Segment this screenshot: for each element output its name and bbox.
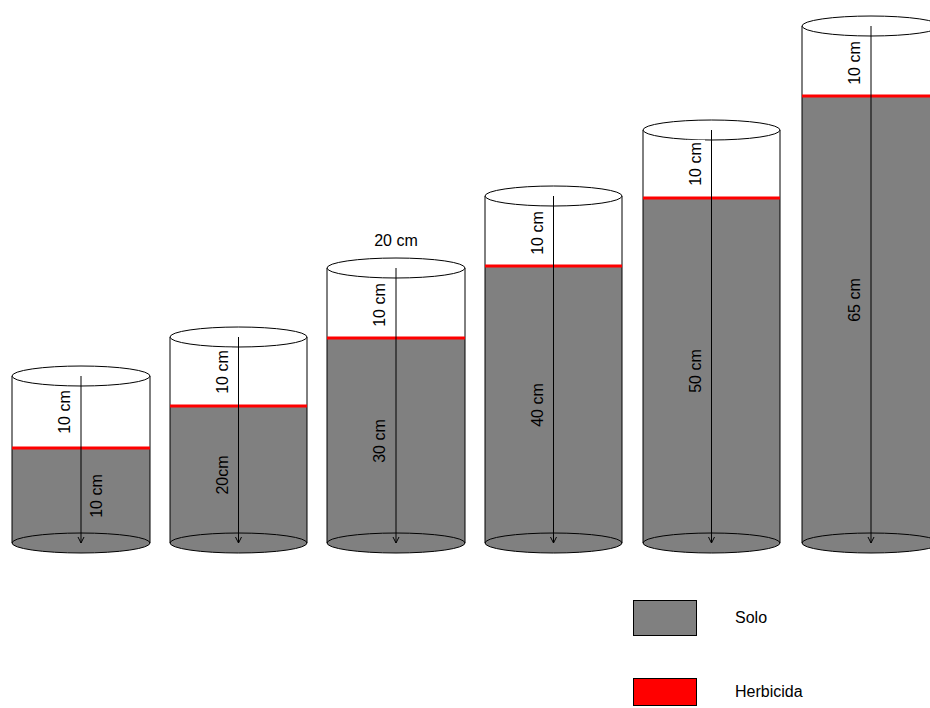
- column-wall: [170, 337, 171, 543]
- column-wall: [150, 376, 151, 543]
- dimension-label: 30 cm: [371, 417, 389, 465]
- bottom-arc: [643, 543, 780, 553]
- bottom-arc: [802, 533, 930, 543]
- dimension-label: 20cm: [214, 453, 232, 496]
- dimension-label: 10 cm: [88, 472, 106, 520]
- legend-text: Solo: [735, 609, 767, 627]
- column-wall: [327, 268, 328, 543]
- column-wall: [465, 268, 466, 543]
- column-wall: [622, 196, 623, 543]
- axis-arrow: [393, 537, 399, 543]
- herbicide-layer: [802, 95, 930, 98]
- column-wall: [485, 196, 486, 543]
- axis-arrow: [709, 537, 715, 543]
- column-wall: [802, 26, 803, 543]
- bottom-arc: [802, 543, 930, 553]
- dimension-label: 10 cm: [371, 281, 389, 329]
- axis-arrow: [236, 537, 242, 543]
- dimension-label: 65 cm: [846, 276, 864, 324]
- dimension-label: 10 cm: [56, 388, 74, 436]
- column-wall: [780, 130, 781, 543]
- axis-line: [396, 268, 397, 543]
- dimension-label: 20 cm: [372, 232, 420, 250]
- bottom-arc: [12, 543, 150, 553]
- legend-swatch: [633, 678, 697, 706]
- axis-line: [553, 196, 554, 543]
- soil-fill: [802, 96, 930, 553]
- dimension-label: 10 cm: [529, 209, 547, 257]
- dimension-label: 10 cm: [214, 348, 232, 396]
- axis-arrow: [551, 537, 557, 543]
- column-wall: [12, 376, 13, 543]
- column-wall: [643, 130, 644, 543]
- axis-line: [238, 337, 239, 543]
- dimension-label: 10 cm: [687, 140, 705, 188]
- column-wall: [307, 337, 308, 543]
- legend-text: Herbicida: [735, 683, 803, 701]
- bottom-arc: [170, 543, 307, 553]
- legend-swatch: [633, 600, 697, 636]
- top-opening: [802, 16, 930, 36]
- bottom-arc: [327, 543, 465, 553]
- axis-arrow: [78, 537, 84, 543]
- axis-line: [871, 26, 872, 543]
- axis-line: [81, 376, 82, 543]
- dimension-label: 40 cm: [529, 381, 547, 429]
- bottom-arc: [485, 543, 622, 553]
- dimension-label: 10 cm: [846, 39, 864, 87]
- axis-line: [711, 130, 712, 543]
- dimension-label: 50 cm: [687, 347, 705, 395]
- axis-arrow: [868, 537, 874, 543]
